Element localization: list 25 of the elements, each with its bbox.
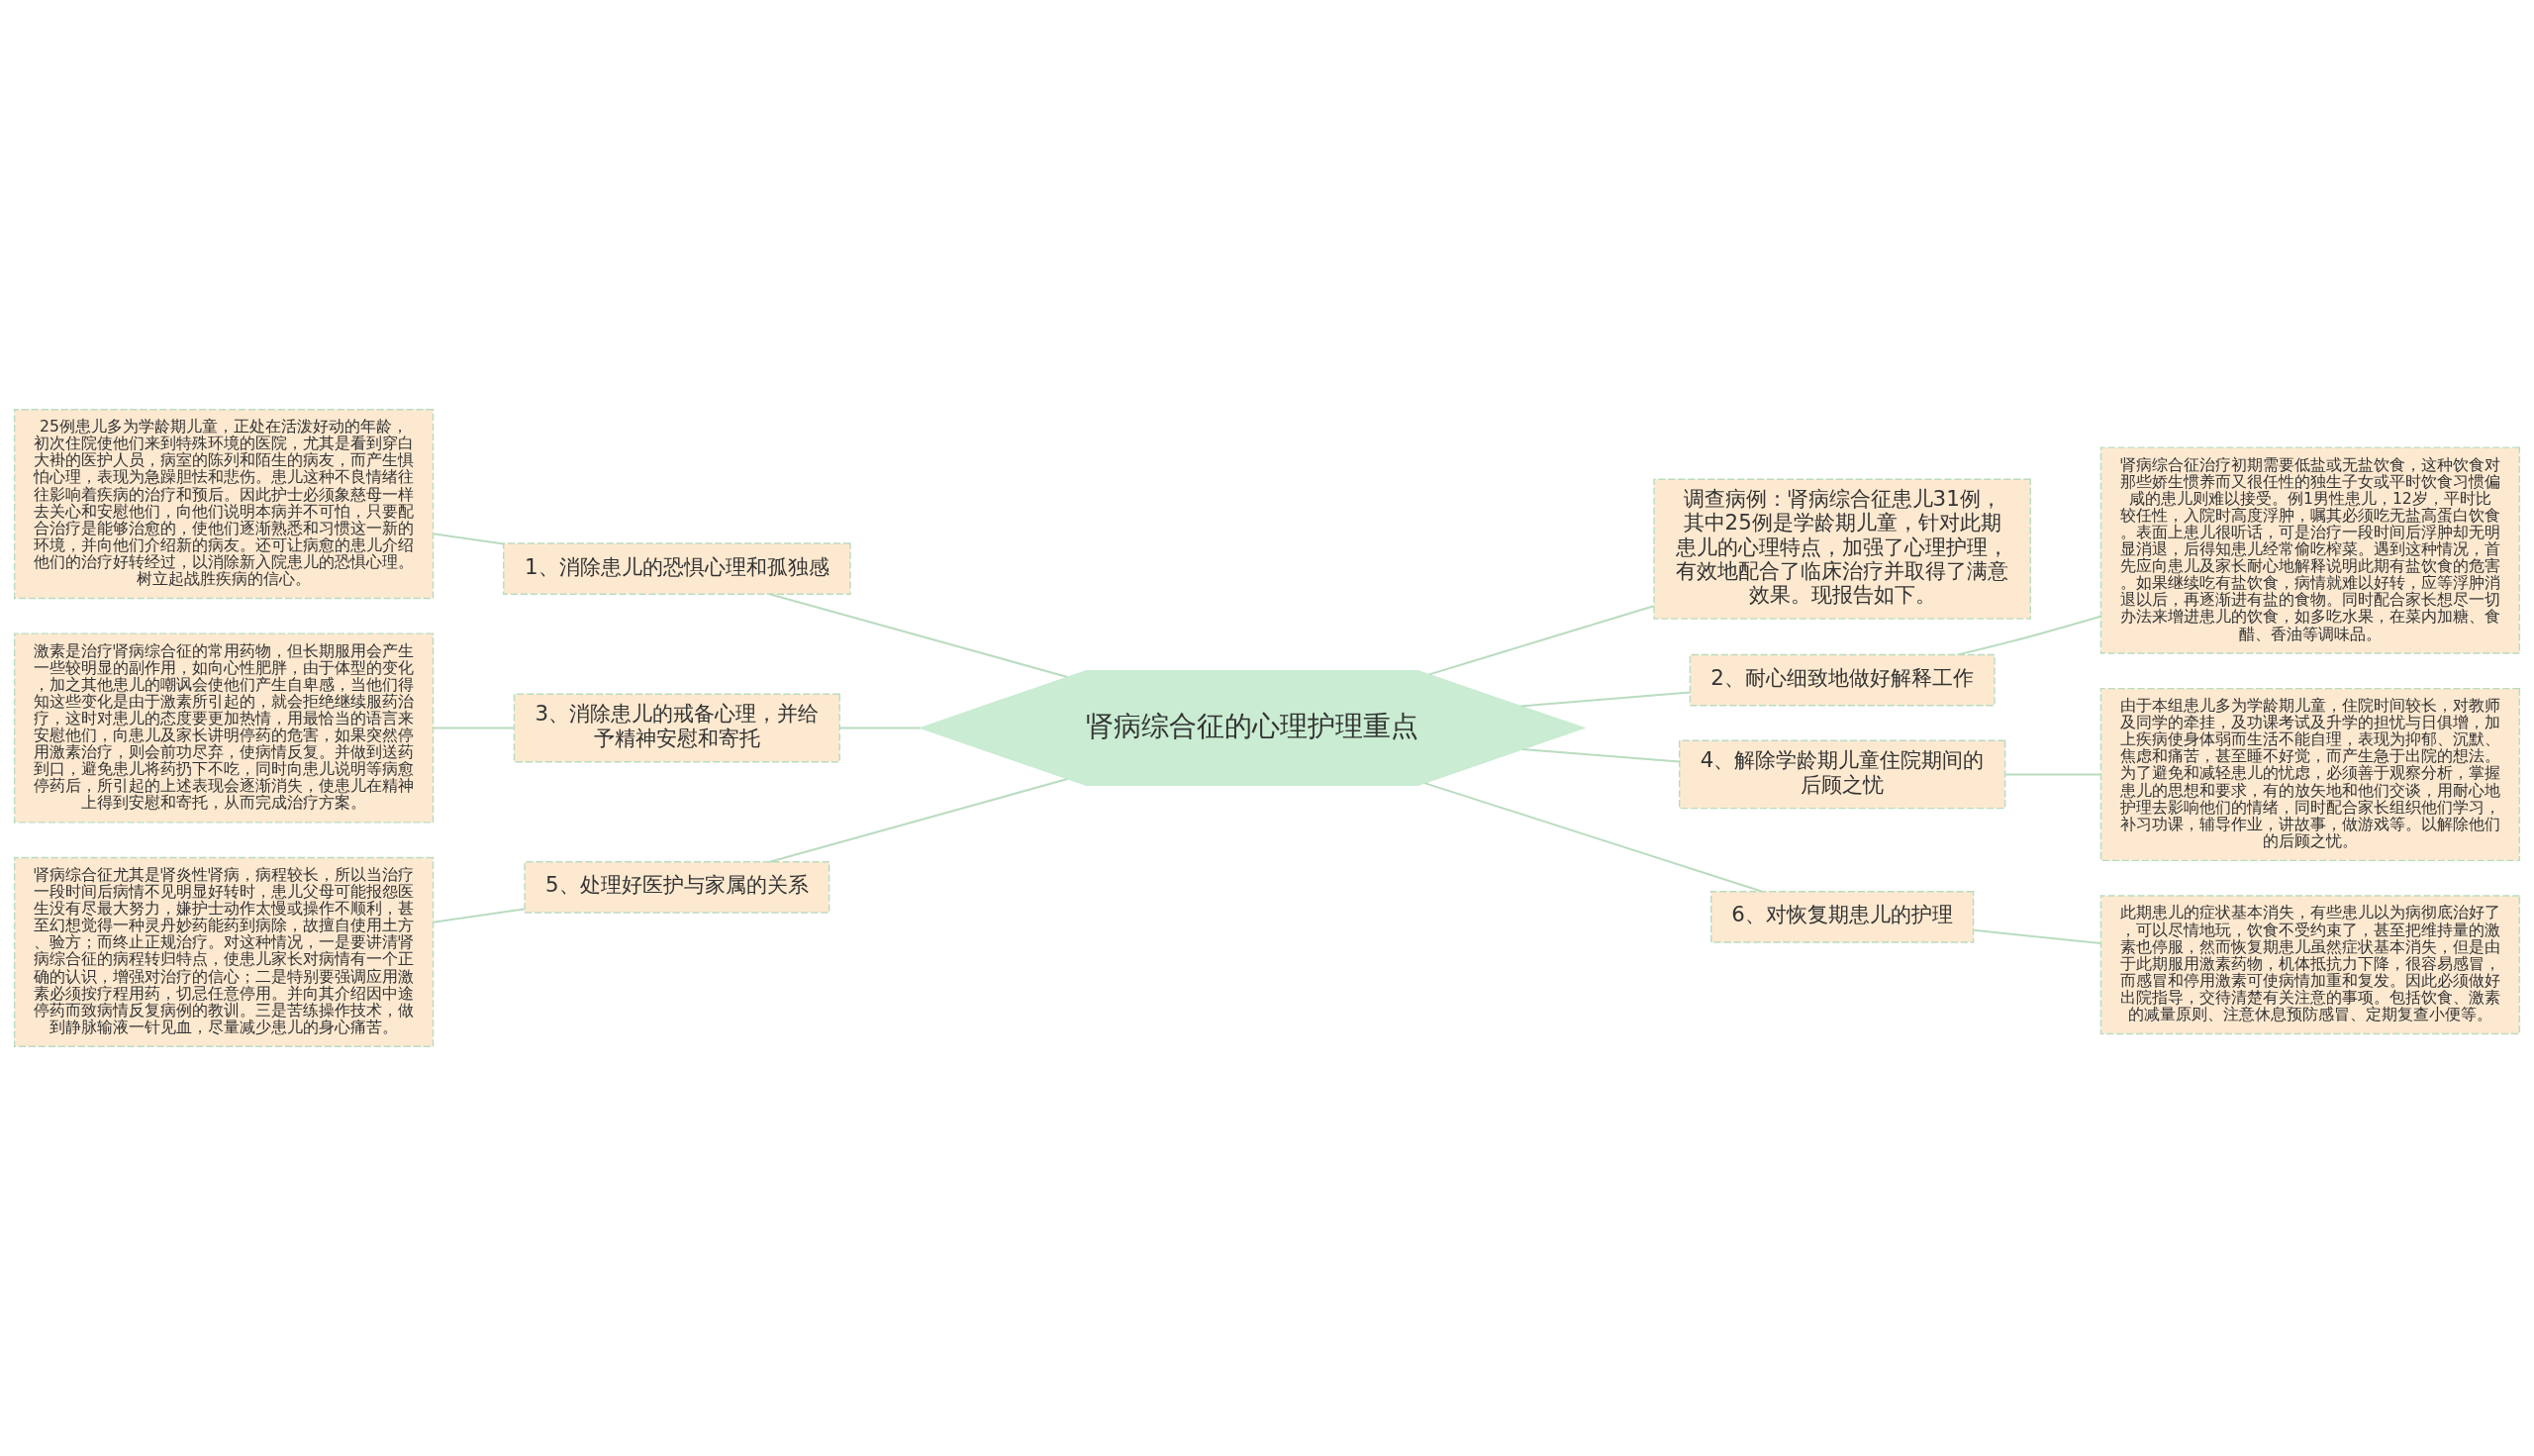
node-box: 由于本组患儿多为学龄期儿童，住院时间较长，对教师及同学的牵挂，及功课考试及升学的担忧与日俱增，加上疾病使身体弱而生活不能自理，表现为抑郁、沉默、焦虑和痛苦，甚至睡不好觉，而产生急于出院的想法。为了避免和减轻患儿的忧虑，必须善于观察分析，掌握患儿的思想和要求，有的放矢地和他们交谈，用耐心地护理去影响他们的情绪，同时配合家长组织他们学习，补习功课，辅导作业，讲故事，做游戏等。以解除他们的后顾之忧。 <box>2099 687 2521 862</box>
node-box: 2、耐心细致地做好解释工作 <box>1689 653 1996 707</box>
connector <box>768 778 1069 863</box>
node-box: 肾病综合征尤其是肾炎性肾病，病程较长，所以当治疗一段时间后病情不见明显好转时，患儿父母可能报怨医生没有尽最大努力，嫌护士动作太慢或操作不顺利，甚至幻想觉得一种灵丹妙药能药到病除，故擅自使用土方、验方；而终止正规治疗。对这种情况，一是要讲清肾病综合征的病程转归特点，使患儿家长对病情有一个正确的认识，增强对治疗的信心；二是特别要强调应用激素必须按疗程用药，切忌任意停用。并向其介绍因中途停药而致病情反复病例的教训。三是苦练操作技术，做到静脉输液一针见血，尽量减少患儿的身心痛苦。 <box>13 856 435 1047</box>
connector <box>838 727 922 729</box>
connector <box>1428 605 1655 676</box>
node-box: 4、解除学龄期儿童住院期间的后顾之忧 <box>1679 739 2006 810</box>
node-box: 激素是治疗肾病综合征的常用药物，但长期服用会产生一些较明显的副作用，如向心性肥胖，由于体型的变化，加之其他患儿的嘲讽会使他们产生自卑感，当他们得知这些变化是由于激素所引起的，就会拒绝继续服药治疗，这时对患儿的态度要更加热情，用最恰当的语言来安慰他们，向患儿及家长讲明停药的危害，如果突然停用激素治疗，则会前功尽弃，使病情反复。并做到送药到口，避免患儿将药扔下不吃，同时向患儿说明等病愈停药后，所引起的上述表现会逐渐消失，使患儿在精神上得到安慰和寄托，从而完成治疗方案。 <box>13 632 435 824</box>
connector <box>432 908 526 923</box>
node-box: 调查病例：肾病综合征患儿31例，其中25例是学龄期儿童，针对此期患儿的心理特点，加强了心理护理，有效地配合了临床治疗并取得了满意效果。现报告如下。 <box>1653 478 2031 620</box>
connector <box>768 593 1069 678</box>
connector <box>432 533 505 545</box>
node-box: 3、消除患儿的戒备心理，并给予精神安慰和寄托 <box>513 693 841 763</box>
node-box: 6、对恢复期患儿的护理 <box>1710 890 1975 943</box>
connector <box>1520 748 1681 763</box>
node-box: 25例患儿多为学龄期儿童，正处在活泼好动的年龄，初次住院使他们来到特殊环境的医院，尤其是看到穿白大褂的医护人员，病室的陈列和陌生的病友，而产生惧怕心理，表现为急躁胆怯和悲伤。患儿这种不良情绪往往影响着疾病的治疗和预后。因此护士必须象慈母一样去关心和安慰他们，向他们说明本病并不可怕，只要配合治疗是能够治愈的，使他们逐渐熟悉和习惯这一新的环境，并向他们介绍新的病友。还可让病愈的患儿介绍他们的治疗好转经过，以消除新入院患儿的恐惧心理。树立起战胜疾病的信心。 <box>13 409 435 600</box>
node-box: 肾病综合征治疗初期需要低盐或无盐饮食，这种饮食对那些娇生惯养而又很任性的独生子女或平时饮食习惯偏咸的患儿则难以接受。例1男性患儿，12岁，平时比较任性，入院时高度浮肿，嘱其必须吃无盐高蛋白饮食。表面上患儿很听话，可是治疗一段时间后浮肿却无明显消退，后得知患儿经常偷吃榨菜。遇到这种情况，首先应向患儿及家长耐心地解释说明此期有盐饮食的危害。如果继续吃有盐饮食，病情就难以好转，应等浮肿消退以后，再逐渐进有盐的食物。同时配合家长想尽一切办法来增进患儿的饮食，如多吃水果，在菜内加糖、食醋、香油等调味品。 <box>2099 446 2521 654</box>
node-box: 1、消除患儿的恐惧心理和孤独感 <box>503 542 851 595</box>
connector <box>2004 773 2102 776</box>
connector <box>1423 782 1763 893</box>
connector <box>1973 928 2102 945</box>
node-box: 5、处理好医护与家属的关系 <box>524 861 830 914</box>
connector <box>1519 691 1692 708</box>
node-box: 此期患儿的症状基本消失，有些患儿以为病彻底治好了，可以尽情地玩，饮食不受约束了，甚至把维持量的激素也停服，然而恢复期患儿虽然症状基本消失，但是由于此期服用激素药物，机体抵抗力下降，很容易感冒，而感冒和停用激素可使病情加重和复发。因此必须做好出院指导，交待清楚有关注意的事项。包括饮食、激素的减量原则、注意休息预防感冒、定期复查小便等。 <box>2099 895 2521 1035</box>
connector <box>432 727 515 729</box>
